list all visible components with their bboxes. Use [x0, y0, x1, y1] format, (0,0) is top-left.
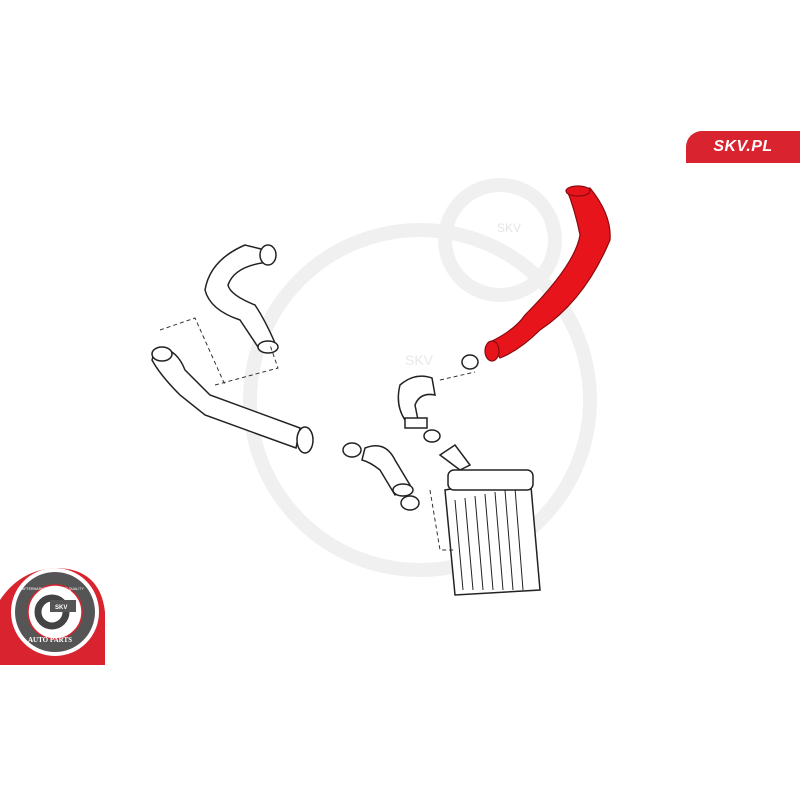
upper-hose [204, 244, 279, 354]
skv-quality-badge: SKV AUTO PARTS AFTERMARKET PRICE · OE QU… [0, 568, 105, 665]
badge-center-text: SKV [55, 605, 67, 611]
leader-lines [159, 317, 476, 551]
watermark-gear [243, 178, 597, 577]
highlighted-hose [484, 185, 611, 362]
watermark-text-2: SKV [405, 352, 434, 368]
charge-pipe [151, 346, 314, 454]
badge-bottom-text: AUTO PARTS [28, 636, 72, 644]
elbow-hose [361, 445, 414, 497]
connector-pipe [397, 375, 436, 429]
brand-logo: SKV.PL [686, 131, 800, 163]
badge-top-text: AFTERMARKET PRICE · OE QUALITY [22, 587, 84, 591]
intercooler [438, 443, 541, 596]
clamps [342, 354, 479, 511]
watermark-text: SKV [497, 221, 521, 235]
